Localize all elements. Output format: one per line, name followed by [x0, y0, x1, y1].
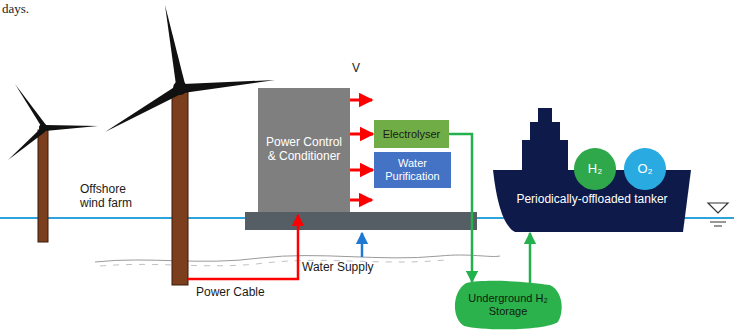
tanker-funnel — [538, 108, 552, 124]
platform — [245, 212, 477, 230]
node-text-group: Power Control & Conditioner — [261, 136, 347, 164]
node-text-group: Electrolyser — [383, 128, 440, 141]
storage-blob-fill — [455, 281, 562, 330]
supply-label: Water Supply — [302, 261, 374, 275]
turbine-hub — [39, 124, 47, 132]
storage-blob: Underground H₂ Storage — [452, 280, 564, 330]
node-text: Water Purification — [377, 157, 448, 182]
node-text: Underground H₂ Storage — [455, 292, 561, 317]
turbine-blade — [105, 86, 181, 132]
water-level-symbol — [710, 222, 726, 223]
gas-tank-fill — [624, 148, 666, 190]
turbine-blade — [15, 84, 46, 126]
turbine-blade — [165, 5, 185, 85]
gas-tank: H₂ — [574, 148, 616, 190]
node-text-group: Water Purification — [377, 157, 448, 182]
process-box: Power Control & Conditioner — [258, 88, 350, 212]
area-label: Offshore wind farm — [80, 183, 146, 211]
node-text: H₂ — [588, 162, 602, 177]
node-text: O₂ — [637, 162, 652, 177]
cable-label: Power Cable — [196, 286, 265, 300]
tanker-bridge — [522, 140, 568, 170]
node-text-group: H₂ — [588, 162, 602, 177]
water-supply-arrow — [361, 233, 364, 257]
signal-label: V — [352, 62, 360, 76]
power-cable — [188, 215, 298, 279]
gas-tank-fill — [574, 148, 616, 190]
node-text: Electrolyser — [383, 128, 440, 141]
power-arrow — [348, 199, 372, 202]
sea-bed-hatch — [100, 260, 445, 266]
turbine-hub — [173, 81, 187, 95]
flow-arrow — [449, 134, 472, 282]
process-box: Electrolyser — [374, 120, 449, 148]
node-text: Power Control & Conditioner — [261, 136, 347, 164]
gas-tank: O₂ — [624, 148, 666, 190]
turbine-tower — [172, 92, 188, 285]
node-text-group: O₂ — [637, 162, 652, 177]
power-arrow — [348, 99, 372, 102]
flow-arrow — [529, 233, 532, 284]
caption-fragment: days. — [2, 2, 29, 17]
process-box: Water Purification — [374, 152, 451, 188]
node-text-group: Underground H₂ Storage — [455, 292, 561, 317]
turbine-blade — [45, 125, 98, 131]
flow-arrow — [350, 133, 373, 136]
node-text: Periodically-offloaded tanker — [516, 193, 667, 207]
flow-arrow — [350, 169, 373, 172]
water-level-symbol — [714, 226, 722, 227]
tanker-bridge — [530, 122, 560, 142]
water-level-symbol — [708, 203, 728, 213]
turbine-tower — [38, 130, 48, 242]
turbine-blade — [8, 128, 45, 160]
node-text-group: Periodically-offloaded tanker — [516, 193, 667, 207]
